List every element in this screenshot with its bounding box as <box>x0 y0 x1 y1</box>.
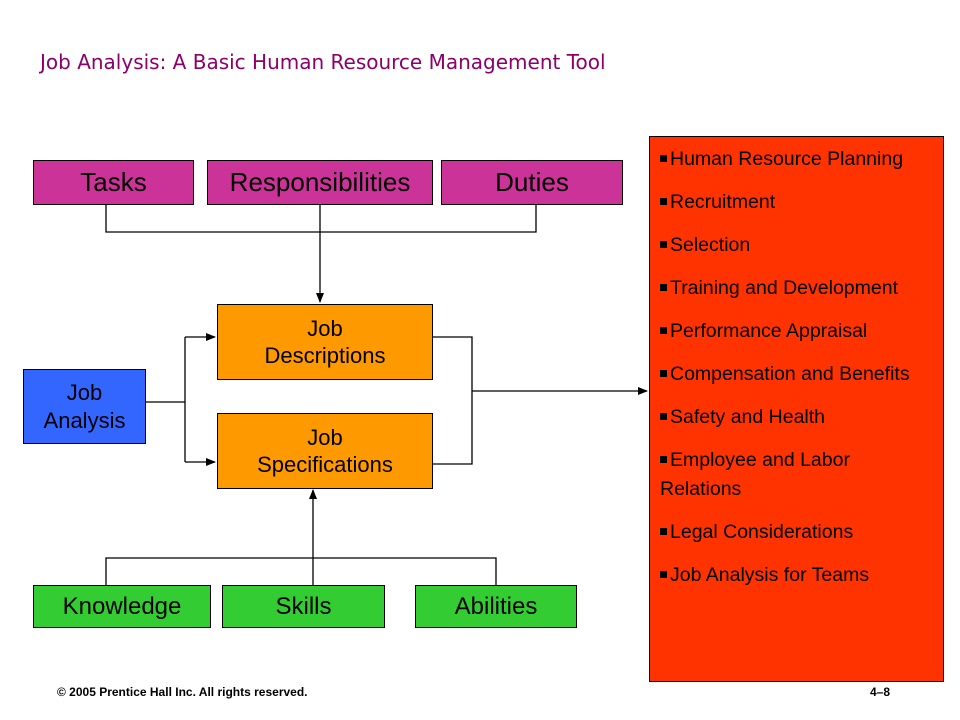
responsibilities-box: Responsibilities <box>207 160 433 205</box>
list-item: Recruitment <box>660 188 935 217</box>
job-descriptions-box: Job Descriptions <box>217 304 433 380</box>
slide-title: Job Analysis: A Basic Human Resource Man… <box>40 50 606 74</box>
job-descriptions-line-1: Job <box>307 315 343 341</box>
list-item: Human Resource Planning <box>660 145 935 174</box>
duties-box: Duties <box>441 160 623 205</box>
square-bullet-icon <box>660 456 667 463</box>
job-specifications-line-2: Specifications <box>257 452 393 477</box>
list-item: Employee and Labor Relations <box>660 449 850 500</box>
job-analysis-line-1: Job <box>66 380 103 405</box>
hr-uses-panel: Human Resource Planning Recruitment Sele… <box>649 136 944 682</box>
list-item: Selection <box>660 231 935 260</box>
skills-box: Skills <box>222 585 385 628</box>
square-bullet-icon <box>660 571 667 578</box>
square-bullet-icon <box>660 241 667 248</box>
square-bullet-icon <box>660 198 667 205</box>
list-item: Compensation and Benefits <box>660 360 935 389</box>
job-analysis-box: Job Analysis <box>23 369 146 444</box>
copyright-footer: © 2005 Prentice Hall Inc. All rights res… <box>57 685 308 699</box>
abilities-box: Abilities <box>415 585 577 628</box>
job-specifications-line-1: Job <box>307 424 343 450</box>
square-bullet-icon <box>660 370 667 377</box>
list-item: Legal Considerations <box>660 518 935 547</box>
square-bullet-icon <box>660 528 667 535</box>
square-bullet-icon <box>660 155 667 162</box>
list-item: Safety and Health <box>660 403 935 432</box>
square-bullet-icon <box>660 327 667 334</box>
job-descriptions-line-2: Descriptions <box>264 343 386 368</box>
top-bracket-line <box>105 205 537 233</box>
list-item: Performance Appraisal <box>660 317 935 346</box>
job-analysis-line-2: Analysis <box>43 407 126 433</box>
list-item: Training and Development <box>660 274 935 303</box>
square-bullet-icon <box>660 284 667 291</box>
bottom-bracket-line <box>105 557 497 585</box>
tasks-box: Tasks <box>33 160 194 205</box>
job-specifications-box: Job Specifications <box>217 413 433 489</box>
page-number: 4–8 <box>870 685 891 699</box>
right-bracket-line <box>433 336 473 465</box>
hr-uses-list: Human Resource Planning Recruitment Sele… <box>660 145 935 590</box>
square-bullet-icon <box>660 413 667 420</box>
list-item: Job Analysis for Teams <box>660 561 935 590</box>
knowledge-box: Knowledge <box>33 585 211 628</box>
